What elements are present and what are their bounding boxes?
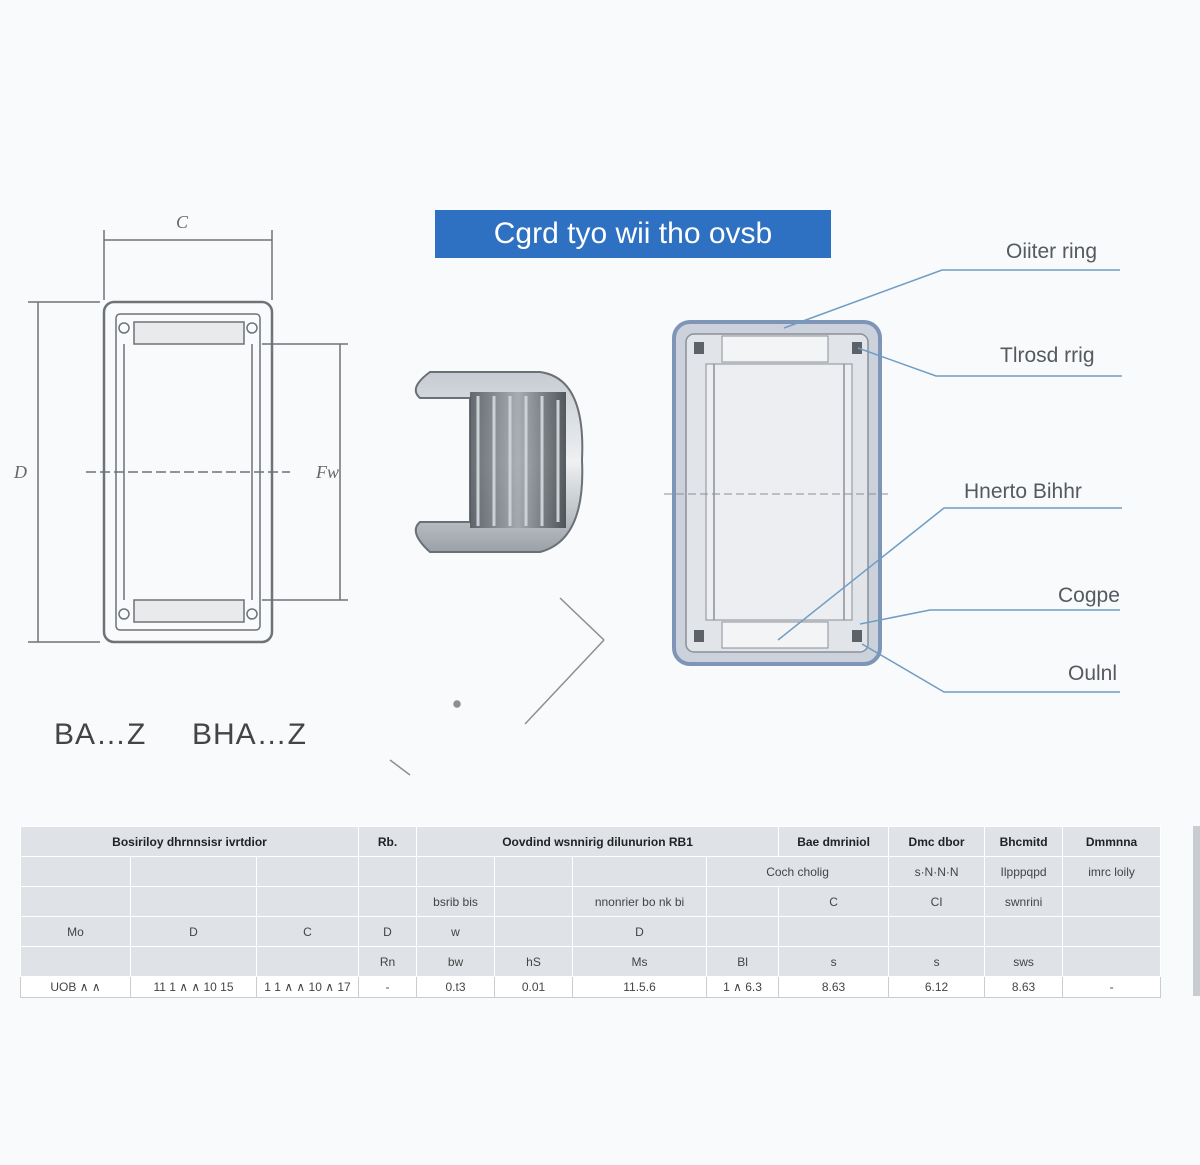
table-cell: 11.5.6 [572, 976, 708, 998]
table-cell: s·N·N·N [888, 856, 986, 887]
table-cell [255, 946, 360, 977]
model-bha-label: BHA…Z [192, 718, 308, 751]
scrollbar[interactable] [1193, 826, 1200, 996]
table-cell: hS [494, 946, 574, 977]
table-cell [20, 886, 131, 917]
table-cell: Bl [706, 946, 780, 977]
stray-marks [389, 597, 605, 776]
cage-label: Cogpe [1058, 584, 1120, 607]
table-cell: Dmmnna [1062, 826, 1162, 857]
table-cell: 0.01 [494, 976, 574, 998]
table-cell [416, 856, 496, 887]
table-row: bsrib bis nnonrier bo nk bi C CI swnrini [20, 886, 1162, 917]
outer-ring-label: Oiiter ring [1006, 240, 1098, 263]
table-cell: bsrib bis [416, 886, 496, 917]
table-row: Coch cholig s·N·N·N Ilpppqpd imrc loily [20, 856, 1162, 887]
table-cell [778, 916, 890, 947]
table-cell [572, 856, 708, 887]
table-cell [358, 886, 418, 917]
seal-label: Oulnl [1068, 662, 1118, 685]
table-cell: D [572, 916, 708, 947]
table-cell: imrc loily [1062, 856, 1162, 887]
table-cell: C [778, 886, 890, 917]
table-cell [1062, 916, 1162, 947]
roller-cage-illustration [414, 371, 584, 553]
table-cell: Coch cholig [706, 856, 890, 887]
table-cell [494, 886, 574, 917]
table-cell: Rn [358, 946, 418, 977]
table-cell: bw [416, 946, 496, 977]
table-cell: 1 1 ∧ ∧ 10 ∧ 17 [255, 976, 360, 998]
leader-lines [777, 269, 1122, 693]
table-cell: Bhcmitd [984, 826, 1064, 857]
table-cell [130, 886, 257, 917]
dimension-fw-label: Fw [316, 462, 340, 482]
table-cell: Ilpppqpd [984, 856, 1064, 887]
table-cell: Rb. [358, 826, 418, 857]
table-header-row: Bosiriloy dhrnnsisr ivrtdior Rb. Oovdind… [19, 826, 1162, 857]
model-ba-label: BA…Z [54, 718, 147, 751]
table-cell: 8.63 [984, 976, 1064, 998]
specification-table: Bosiriloy dhrnnsisr ivrtdior Rb. Oovdind… [19, 826, 1162, 998]
table-cell: nnonrier bo nk bi [572, 886, 708, 917]
table-cell: C [255, 916, 360, 947]
table-cell: Bae dmriniol [778, 826, 890, 857]
table-cell [888, 916, 986, 947]
table-cell: 6.12 [888, 976, 986, 998]
table-cell: Oovdind wsnnirig dilunurion RB1 [416, 826, 780, 857]
table-row: Mo D C D w D [20, 916, 1162, 947]
table-cell: sws [984, 946, 1064, 977]
table-cell [1062, 886, 1162, 917]
table-cell: 0.t3 [416, 976, 496, 998]
table-cell: - [1062, 976, 1162, 998]
table-cell: D [130, 916, 257, 947]
table-cell [494, 916, 574, 947]
section-drawing [28, 230, 348, 644]
table-cell: UOB ∧ ∧ [20, 976, 131, 998]
thrust-ring-label: Tlrosd rrig [1000, 344, 1095, 367]
table-cell [20, 856, 131, 887]
table-cell [130, 856, 257, 887]
table-cell: CI [888, 886, 986, 917]
table-cell [255, 886, 360, 917]
table-cell [984, 916, 1064, 947]
table-cell [20, 946, 131, 977]
dimension-d-label: D [14, 462, 27, 482]
table-cell: Bosiriloy dhrnnsisr ivrtdior [19, 826, 360, 857]
table-cell: s [778, 946, 890, 977]
table-cell: s [888, 946, 986, 977]
table-cell: Dmc dbor [888, 826, 986, 857]
table-cell [706, 886, 780, 917]
table-cell: w [416, 916, 496, 947]
table-cell: 8.63 [778, 976, 890, 998]
table-cell: Ms [572, 946, 708, 977]
table-cell [255, 856, 360, 887]
table-cell: 11 1 ∧ ∧ 10 15 [130, 976, 257, 998]
labeled-section-drawing [664, 320, 890, 666]
table-cell [130, 946, 257, 977]
table-data-row: UOB ∧ ∧ 11 1 ∧ ∧ 10 15 1 1 ∧ ∧ 10 ∧ 17 -… [20, 976, 1162, 998]
table-unit-row: Rn bw hS Ms Bl s s sws [20, 946, 1162, 977]
needle-roller-label: Hnerto Bihhr [964, 480, 1082, 503]
table-cell: swnrini [984, 886, 1064, 917]
table-cell: 1 ∧ 6.3 [706, 976, 780, 998]
table-cell: D [358, 916, 418, 947]
table-cell: - [358, 976, 418, 998]
table-cell [706, 916, 780, 947]
table-cell [1062, 946, 1162, 977]
table-cell: Mo [20, 916, 131, 947]
table-cell [494, 856, 574, 887]
title-banner: Cgrd tyo wii tho ovsb [435, 210, 831, 258]
dimension-c-label: C [176, 212, 189, 232]
table-cell [358, 856, 418, 887]
